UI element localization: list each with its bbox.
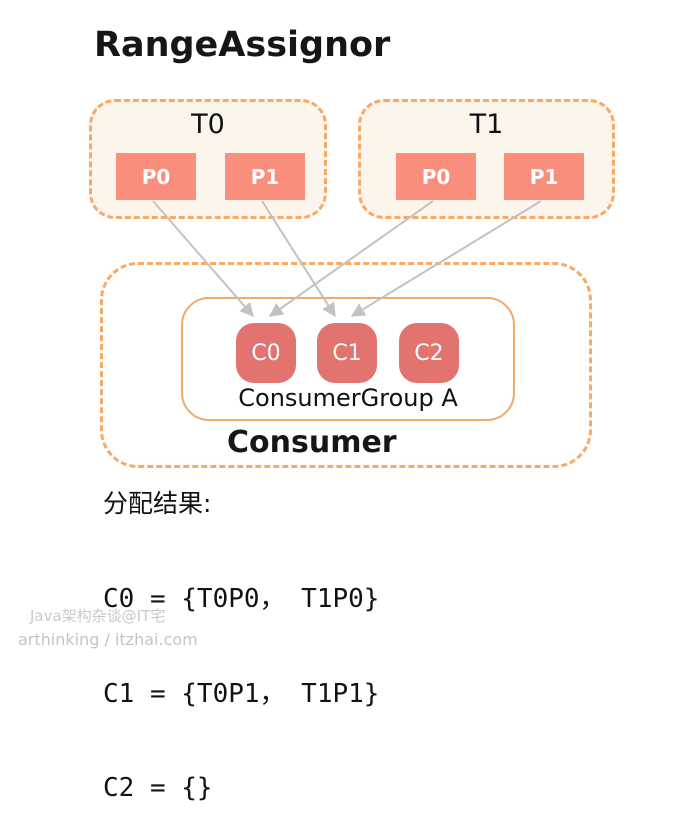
- topic-t1-partition-p1: P1: [504, 153, 584, 200]
- consumer-group-label: ConsumerGroup A: [238, 384, 458, 412]
- assignment-result-heading: 分配结果:: [103, 489, 212, 518]
- topic-t1-label: T1: [469, 109, 504, 140]
- consumer-section-label: Consumer: [227, 425, 397, 460]
- topic-t0-label: T0: [191, 109, 225, 140]
- watermark-brand: Java架构杂谈@IT宅: [30, 607, 166, 625]
- consumer-node-c1: C1: [317, 323, 377, 383]
- consumer-group-box: C0 C1 C2 ConsumerGroup A: [181, 297, 515, 421]
- consumer-node-c2: C2: [399, 323, 459, 383]
- topic-t0-partition-p0: P0: [116, 153, 196, 200]
- assignment-line-c0: C0 = {T0P0， T1P0}: [103, 584, 380, 614]
- topic-box-t1: T1 P0 P1: [358, 99, 615, 219]
- watermark-site: arthinking / itzhai.com: [18, 630, 198, 649]
- assignment-line-c1: C1 = {T0P1， T1P1}: [103, 678, 380, 709]
- consumer-container: C0 C1 C2 ConsumerGroup A Consumer: [100, 262, 592, 468]
- page-title: RangeAssignor: [94, 25, 391, 65]
- assignment-result-lines: C0 = {T0P0， T1P0} C1 = {T0P1， T1P1} C2 =…: [103, 521, 379, 836]
- topic-box-t0: T0 P0 P1: [89, 99, 327, 219]
- topic-t0-partition-p1: P1: [225, 153, 305, 200]
- consumer-node-c0: C0: [236, 323, 296, 383]
- assignment-line-c2: C2 = {}: [103, 773, 213, 803]
- topic-t1-partition-p0: P0: [396, 153, 476, 200]
